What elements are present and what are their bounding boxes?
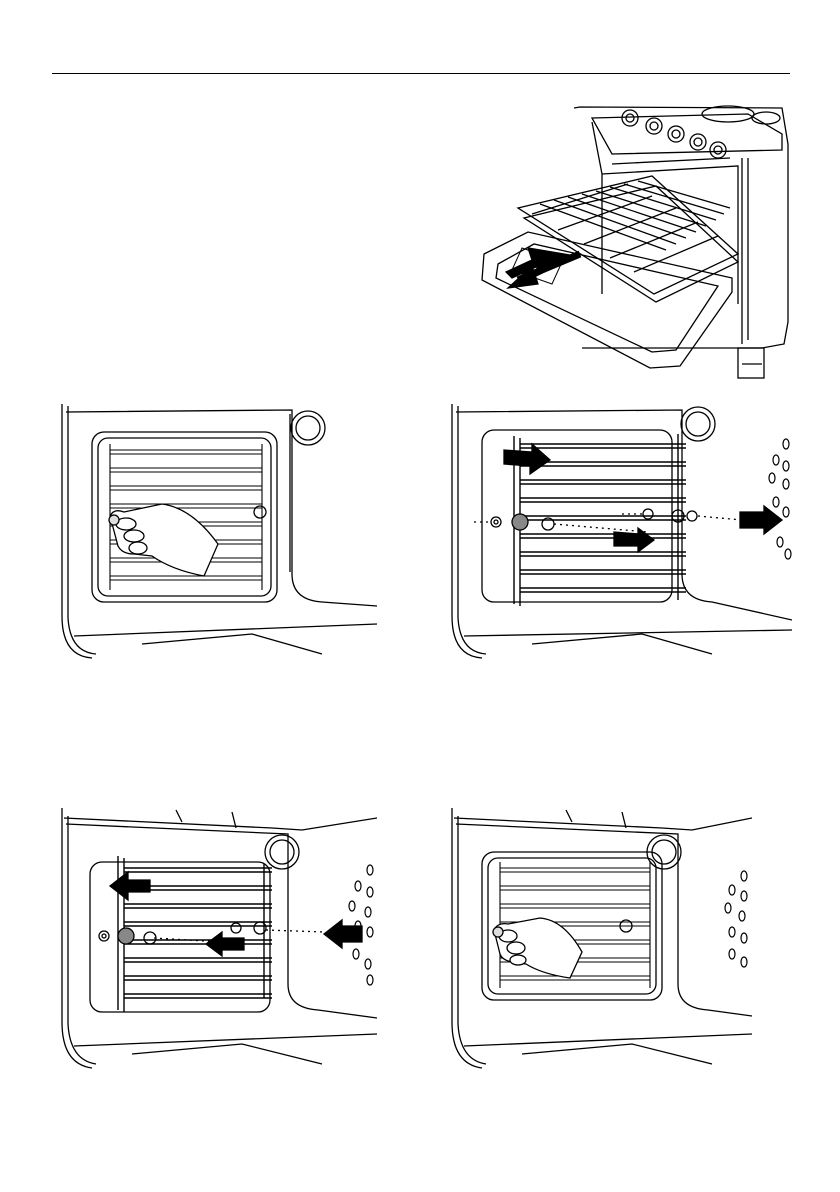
step-unscrew-illustration xyxy=(52,404,377,660)
temperature-sensor-icon xyxy=(291,411,325,445)
header-rule xyxy=(52,73,790,74)
step-remove-rack-illustration xyxy=(442,404,792,660)
hand-icon xyxy=(109,504,218,576)
step-screw-illustration xyxy=(442,808,752,1070)
step-install-rack-illustration xyxy=(52,808,377,1070)
oven-rack-pull-illustration xyxy=(462,104,792,380)
